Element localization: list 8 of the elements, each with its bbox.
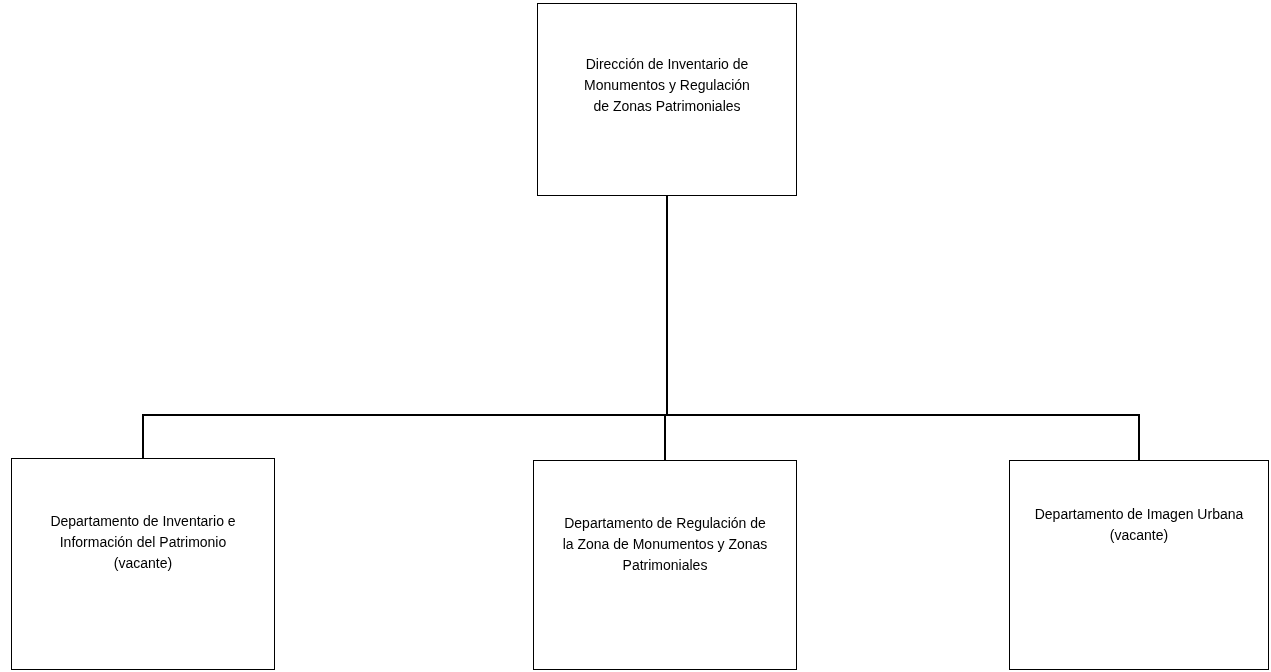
box-title: Departamento de Inventario e Información del Patrimonio (vacante) — [49, 512, 237, 573]
box-title: Dirección de Inventario de Monumentos y Regulación de Zonas Patrimoniales — [583, 55, 751, 116]
org-box — [537, 3, 797, 196]
box-title: Departamento de Regulación de la Zona de Monumentos y Zonas Patrimoniales — [561, 514, 769, 575]
org-box — [11, 458, 275, 670]
org-box — [533, 460, 797, 670]
box-title: Departamento de Imagen Urbana (vacante) — [1033, 505, 1245, 545]
org-box — [1009, 460, 1269, 670]
